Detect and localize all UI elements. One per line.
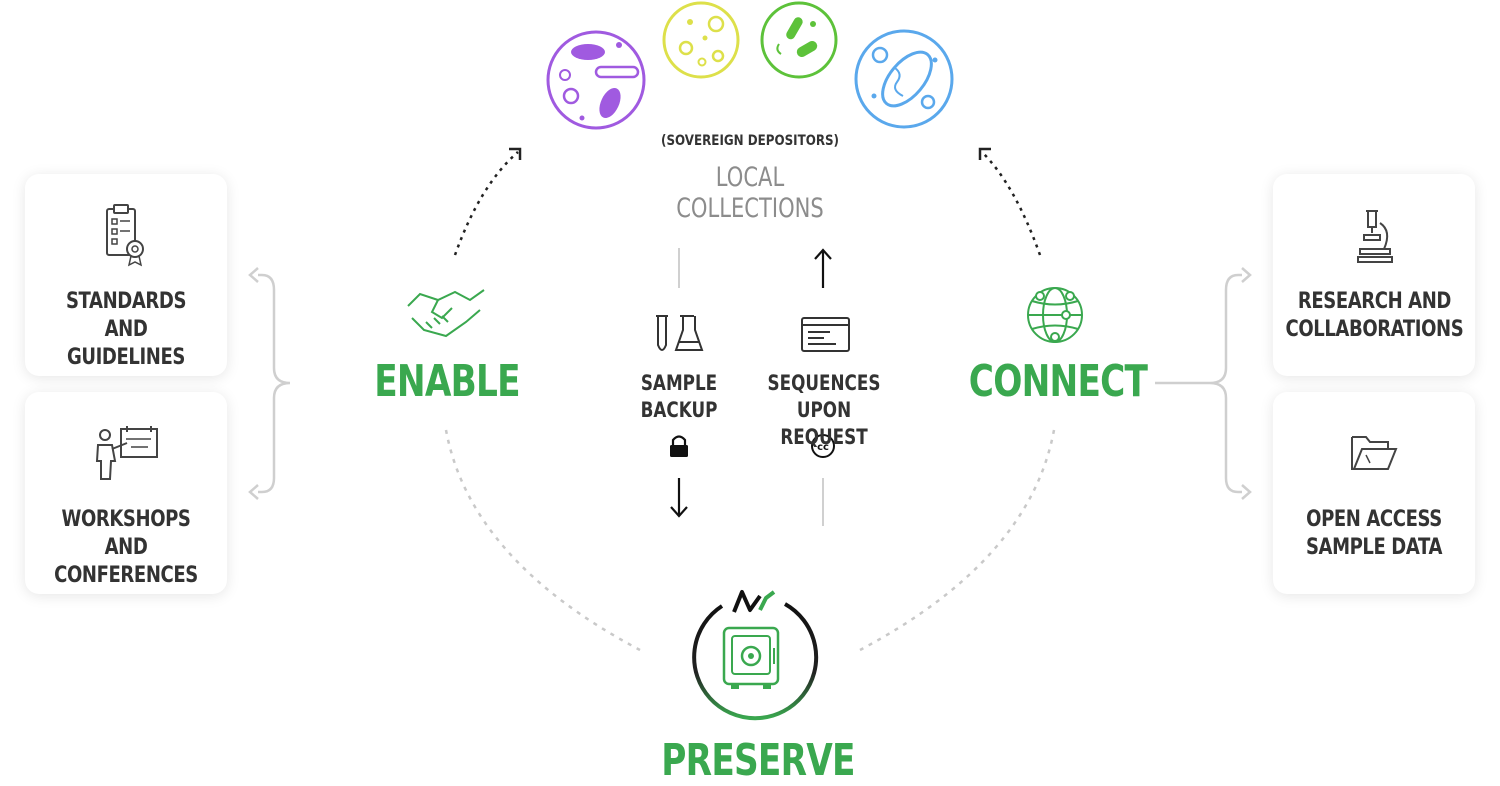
enable-arrowhead (509, 147, 522, 160)
green-microbe-icon (760, 1, 838, 79)
globe-network-icon (1027, 287, 1083, 343)
connect-to-collections-arrow (981, 151, 1042, 256)
blue-microbe-icon (854, 29, 954, 129)
standards-card: STANDARDS AND GUIDELINES (25, 174, 227, 376)
cycle-arc-left (444, 429, 641, 652)
left-bracket (258, 273, 291, 494)
standards-label: STANDARDS AND GUIDELINES (65, 289, 187, 370)
workshops-label: WORKSHOPS AND CONFERENCES (54, 507, 198, 588)
sample-backup-label: SAMPLE BACKUP (640, 371, 718, 422)
svg-text:cc: cc (817, 442, 829, 453)
terminal-window-icon (801, 317, 850, 352)
connect-label: CONNECT (968, 356, 1148, 407)
open-access-card: OPEN ACCESS SAMPLE DATA (1273, 392, 1475, 594)
research-card: RESEARCH AND COLLABORATIONS (1273, 174, 1475, 376)
yellow-microbe-icon (662, 1, 740, 79)
purple-microbe-icon (546, 30, 646, 130)
cycle-arc-right (859, 429, 1056, 652)
folder-icon (1348, 420, 1400, 486)
right-arrowhead-top (1241, 267, 1252, 283)
checklist-certificate-icon (101, 202, 151, 268)
test-tubes-icon (656, 315, 704, 351)
local-collections-label: LOCAL COLLECTIONS (676, 162, 824, 224)
enable-label: ENABLE (374, 356, 520, 407)
presenter-board-icon (93, 420, 159, 486)
left-arrowhead-bottom (248, 484, 259, 500)
preserve-label: PRESERVE (661, 735, 855, 786)
workshops-card: WORKSHOPS AND CONFERENCES (25, 392, 227, 594)
left-arrowhead-top (248, 267, 259, 283)
creative-commons-icon: cc (811, 434, 835, 458)
enable-to-collections-arrow (453, 151, 519, 256)
lock-icon (670, 435, 688, 457)
depositors-label: (SOVEREIGN DEPOSITORS) (661, 133, 839, 149)
sequences-label: SEQUENCES UPON REQUEST (767, 371, 881, 449)
research-label: RESEARCH AND COLLABORATIONS (1285, 289, 1463, 342)
microscope-icon (1354, 202, 1394, 268)
handshake-icon (407, 289, 485, 338)
backup-arrowhead (670, 506, 688, 518)
connect-arrowhead (978, 147, 991, 160)
right-bracket (1209, 273, 1242, 494)
sequence-arrowhead (814, 248, 832, 260)
right-arrowhead-bottom (1241, 484, 1252, 500)
vault-logo-icon (692, 590, 819, 721)
open-access-label: OPEN ACCESS SAMPLE DATA (1305, 507, 1443, 560)
